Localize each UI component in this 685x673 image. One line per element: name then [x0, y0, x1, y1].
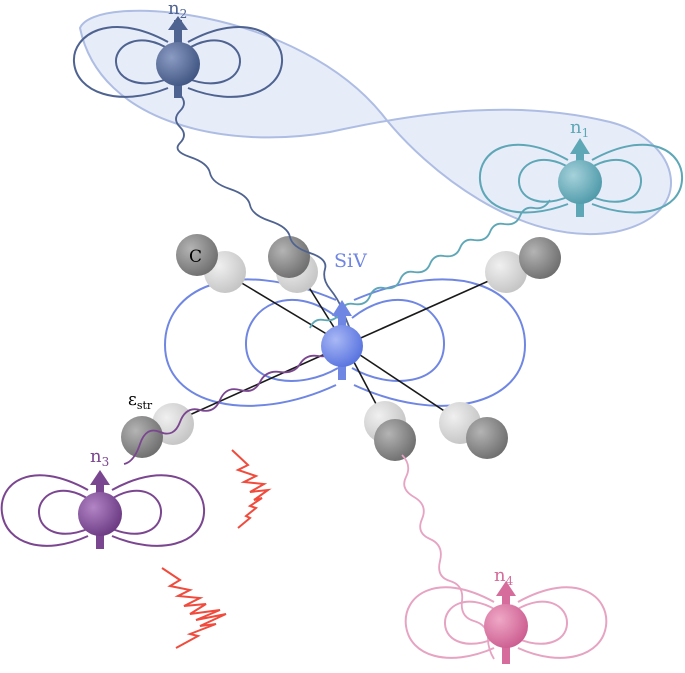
entanglement-region — [78, 9, 672, 235]
siv-center — [321, 300, 363, 380]
coupling-n3 — [123, 349, 339, 465]
n3-label: n3 — [90, 446, 109, 469]
siv-label: SiV — [334, 250, 367, 272]
coupling-n1 — [309, 199, 551, 329]
nuclear-spin-n4 — [404, 581, 608, 664]
coupling-n2 — [175, 94, 357, 352]
strain-label: εstr — [128, 390, 153, 412]
siv-magnetic-field — [163, 278, 527, 407]
nuclear-spin-n1 — [478, 138, 684, 217]
strain-pulses — [161, 449, 272, 649]
carbon-atom-c — [176, 234, 218, 276]
strain-pulse-1 — [231, 449, 272, 529]
carbon-atoms — [121, 234, 561, 461]
nuclear-spin-n3 — [0, 470, 206, 549]
n1-label: n1 — [570, 117, 589, 140]
n2-label: n2 — [168, 0, 187, 21]
coupling-n4 — [401, 454, 495, 660]
nuclear-spin-n2 — [72, 16, 284, 98]
n4-label: n4 — [494, 565, 514, 588]
strain-pulse-2 — [161, 567, 227, 649]
couplings — [123, 94, 551, 660]
carbon-label: C — [189, 247, 202, 267]
